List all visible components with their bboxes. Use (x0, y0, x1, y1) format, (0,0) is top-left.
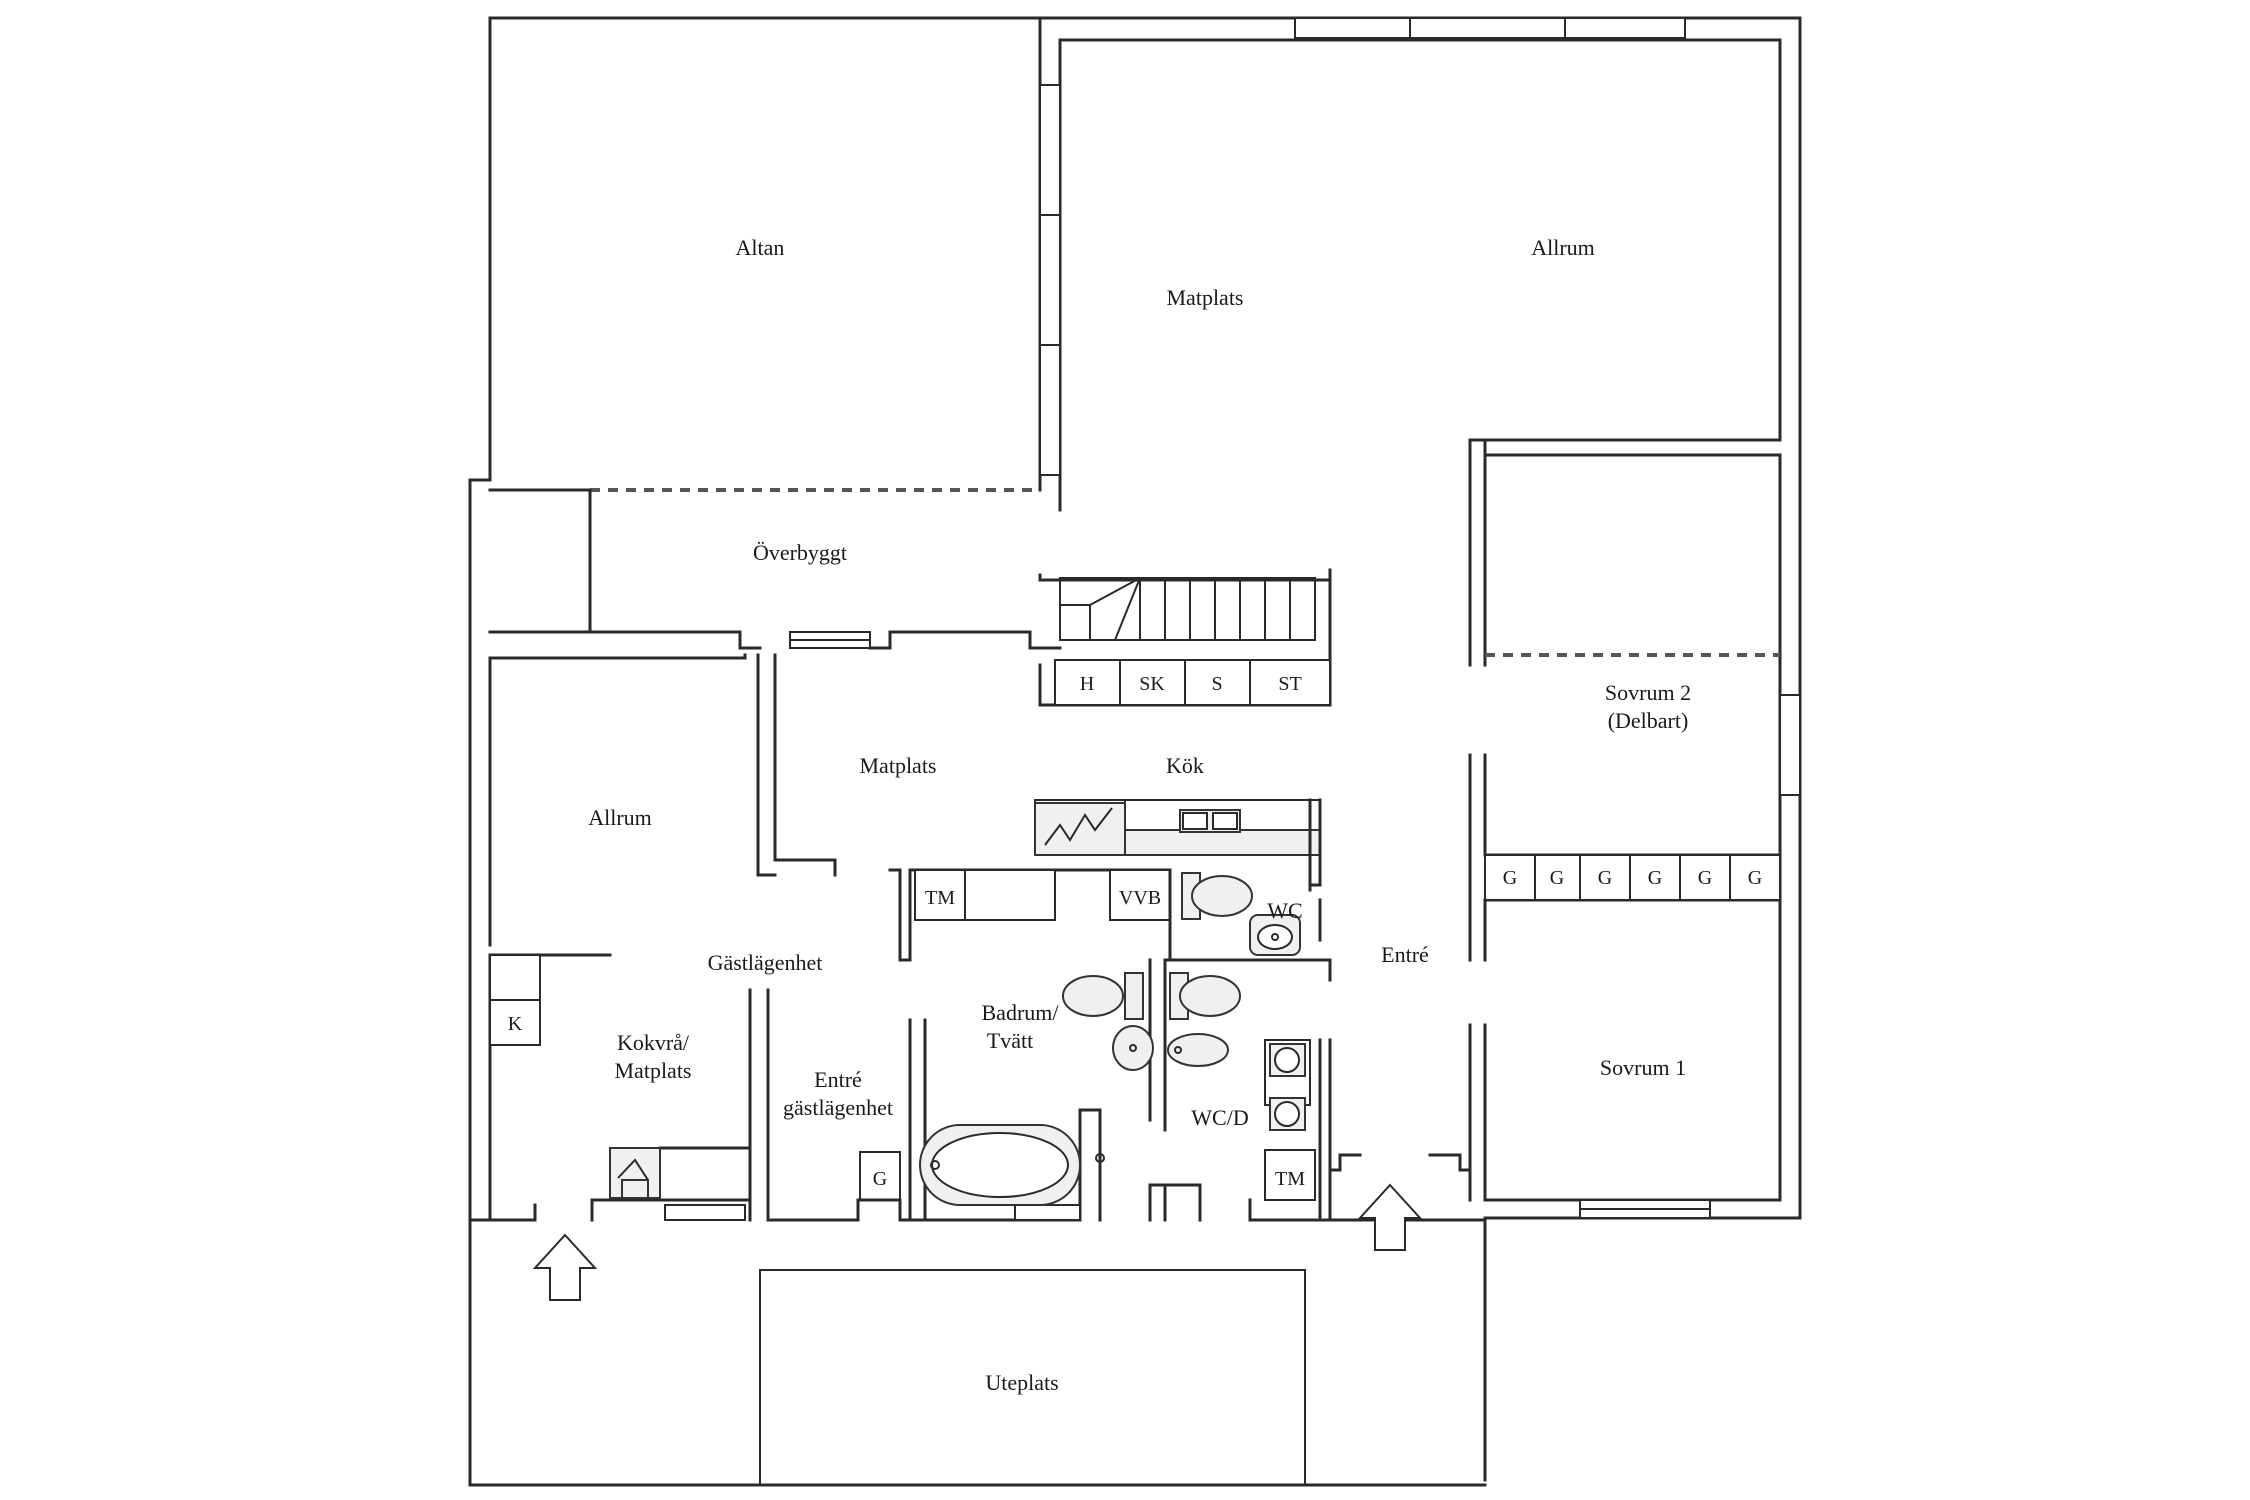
closet-s: S (1211, 673, 1222, 695)
stair-closets: H SK S ST (1080, 673, 1302, 695)
room-allrum-lower: Allrum (588, 805, 652, 830)
wardrobe-label: G (1748, 867, 1762, 889)
wardrobe-label: G (1698, 867, 1712, 889)
room-kokvra-line2: Matplats (615, 1058, 692, 1083)
room-kok: Kök (1166, 753, 1204, 778)
room-allrum-upper: Allrum (1531, 235, 1595, 260)
room-sovrum1: Sovrum 1 (1600, 1055, 1686, 1080)
vvb-label: VVB (1119, 887, 1161, 909)
wardrobe-label: G (1648, 867, 1662, 889)
entrance-arrow-icon (1357, 1183, 1423, 1251)
room-badrum-line2: Tvätt (987, 1028, 1033, 1053)
room-gastlagenhet: Gästlägenhet (708, 950, 823, 975)
room-sovrum2-line1: Sovrum 2 (1605, 680, 1691, 705)
room-entre: Entré (1381, 942, 1429, 967)
bedroom-walls (1328, 753, 1782, 1222)
staircase (1038, 568, 1332, 707)
room-uteplats: Uteplats (985, 1370, 1058, 1395)
room-badrum-line1: Badrum/ (982, 1000, 1060, 1025)
guest-apartment-walls (468, 653, 902, 1222)
room-wc: WC (1267, 898, 1302, 923)
wardrobe-labels: G G G G G G (1503, 867, 1762, 889)
g-entre-label: G (873, 1168, 887, 1190)
room-kokvra-line1: Kokvrå/ (617, 1030, 690, 1055)
room-overbyggt: Överbyggt (753, 540, 847, 565)
room-sovrum2-line2: (Delbart) (1608, 708, 1689, 733)
room-matplats-lower: Matplats (860, 753, 937, 778)
bath-fixtures (1062, 972, 1332, 1222)
room-matplats-upper: Matplats (1167, 285, 1244, 310)
k-label: K (508, 1013, 523, 1035)
entrance-arrow-icon (532, 1233, 598, 1301)
room-entre-gast-line1: Entré (814, 1067, 862, 1092)
closet-sk: SK (1139, 673, 1165, 695)
room-wcd: WC/D (1191, 1105, 1248, 1130)
wardrobe-label: G (1598, 867, 1612, 889)
overbyggt-area (488, 488, 1062, 650)
kitchen (888, 798, 1322, 962)
closet-h: H (1080, 673, 1094, 695)
wardrobe-label: G (1550, 867, 1564, 889)
uteplats-area (759, 1269, 1306, 1486)
wc-room (1168, 868, 1332, 982)
room-labels: Altan Matplats Allrum Överbyggt Allrum M… (588, 235, 1691, 1395)
bathroom-walls (898, 958, 1332, 1222)
kitchen-labels: TM VVB (925, 887, 1161, 909)
outer-walls (468, 16, 1802, 1487)
tm-kitchen-label: TM (925, 887, 955, 909)
tm-wcd-label: TM (1275, 1168, 1305, 1190)
closet-st: ST (1278, 673, 1301, 695)
wardrobe-label: G (1503, 867, 1517, 889)
room-entre-gast-line2: gästlägenhet (783, 1095, 893, 1120)
room-altan: Altan (736, 235, 785, 260)
